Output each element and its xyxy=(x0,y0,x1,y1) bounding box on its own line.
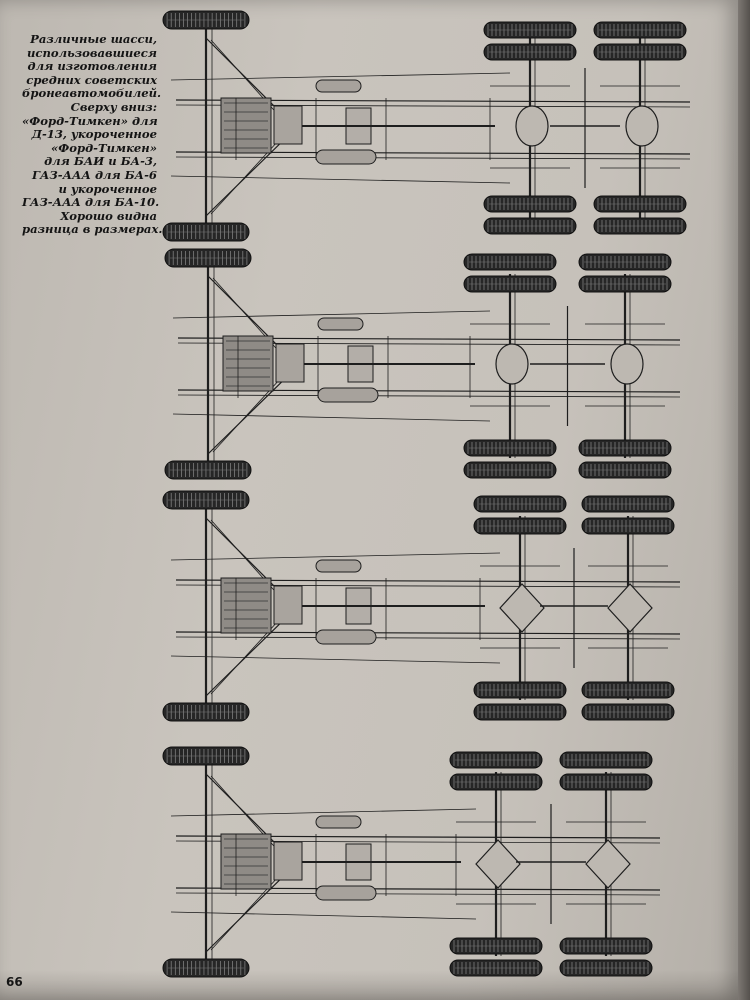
caption-line: Сверху вниз: xyxy=(70,99,157,114)
tire xyxy=(559,959,653,977)
differential xyxy=(607,583,653,633)
tire xyxy=(164,460,252,480)
body-outline xyxy=(172,310,491,319)
tire xyxy=(559,751,653,769)
frame-rail-edge xyxy=(177,394,681,398)
differential xyxy=(610,343,644,385)
tire xyxy=(578,253,672,271)
differential xyxy=(515,105,549,147)
tire xyxy=(449,937,543,955)
tire xyxy=(559,773,653,791)
caption-line: «Форд-Тимкен» для xyxy=(22,113,158,128)
differential xyxy=(475,839,521,889)
frame-rail-edge xyxy=(175,636,681,640)
caption-line: Д-13, укороченное xyxy=(31,127,157,142)
tire xyxy=(581,517,675,535)
muffler xyxy=(315,885,377,901)
differential xyxy=(499,583,545,633)
differential xyxy=(495,343,529,385)
caption-line: ГАЗ-ААА для БА-10. xyxy=(22,195,160,210)
tire xyxy=(473,495,567,513)
body-outline xyxy=(170,911,477,920)
engine-block xyxy=(220,97,272,154)
tire xyxy=(463,439,557,457)
tire xyxy=(473,517,567,535)
gearbox xyxy=(273,841,303,881)
tire xyxy=(162,10,250,30)
page-edge-shadow xyxy=(0,970,738,1000)
figure-caption: Различные шасси, использовавшиеся для из… xyxy=(22,32,163,237)
tire xyxy=(578,461,672,479)
tire xyxy=(559,937,653,955)
caption-line: разница в размерах. xyxy=(22,222,163,237)
tire xyxy=(483,43,577,61)
gearbox xyxy=(273,105,303,145)
caption-line: ГАЗ-ААА для БА-6 xyxy=(31,167,157,182)
tire xyxy=(473,703,567,721)
tire xyxy=(162,702,250,722)
book-spine xyxy=(738,0,750,1000)
tire xyxy=(483,195,577,213)
differential xyxy=(585,839,631,889)
tire xyxy=(578,439,672,457)
body-outline xyxy=(170,175,511,184)
caption-line: «Форд-Тимкен» xyxy=(51,140,157,155)
tire xyxy=(593,21,687,39)
body-outline xyxy=(170,552,501,561)
caption-line: для БАИ и БА-3, xyxy=(44,154,157,169)
tire xyxy=(581,495,675,513)
frame-rail-edge xyxy=(175,892,661,896)
tire xyxy=(593,43,687,61)
differential xyxy=(625,105,659,147)
body-outline xyxy=(170,808,477,817)
tire xyxy=(581,681,675,699)
fuel-tank xyxy=(317,317,364,331)
caption-line: бронеавтомобилей. xyxy=(22,86,162,101)
tire xyxy=(449,773,543,791)
fuel-tank xyxy=(315,559,362,573)
fuel-tank xyxy=(315,79,362,93)
tire xyxy=(483,217,577,235)
tire xyxy=(162,490,250,510)
tire xyxy=(463,253,557,271)
caption-line: для изготовления xyxy=(27,59,157,74)
engine-block xyxy=(222,335,274,392)
tire xyxy=(581,703,675,721)
caption-line: использовавшиеся xyxy=(26,45,157,60)
frame-rail-edge xyxy=(175,156,691,160)
tire xyxy=(162,746,250,766)
tire xyxy=(473,681,567,699)
tire xyxy=(483,21,577,39)
body-outline xyxy=(170,72,511,81)
tire xyxy=(164,248,252,268)
tire xyxy=(463,275,557,293)
engine-block xyxy=(220,577,272,634)
tire xyxy=(449,959,543,977)
caption-line: и укороченное xyxy=(58,181,158,196)
caption-line: Различные шасси, xyxy=(30,32,157,46)
caption-line: Хорошо видна xyxy=(60,208,157,223)
gearbox xyxy=(275,343,305,383)
tire xyxy=(162,958,250,978)
fuel-tank xyxy=(315,815,362,829)
body-outline xyxy=(170,655,501,664)
tire xyxy=(449,751,543,769)
tire xyxy=(463,461,557,479)
tire xyxy=(578,275,672,293)
page-number: 66 xyxy=(6,975,23,989)
tire xyxy=(593,217,687,235)
engine-block xyxy=(220,833,272,890)
gearbox xyxy=(273,585,303,625)
tire xyxy=(593,195,687,213)
tire xyxy=(162,222,250,242)
caption-line: средних советских xyxy=(26,72,157,87)
body-outline xyxy=(172,413,491,422)
